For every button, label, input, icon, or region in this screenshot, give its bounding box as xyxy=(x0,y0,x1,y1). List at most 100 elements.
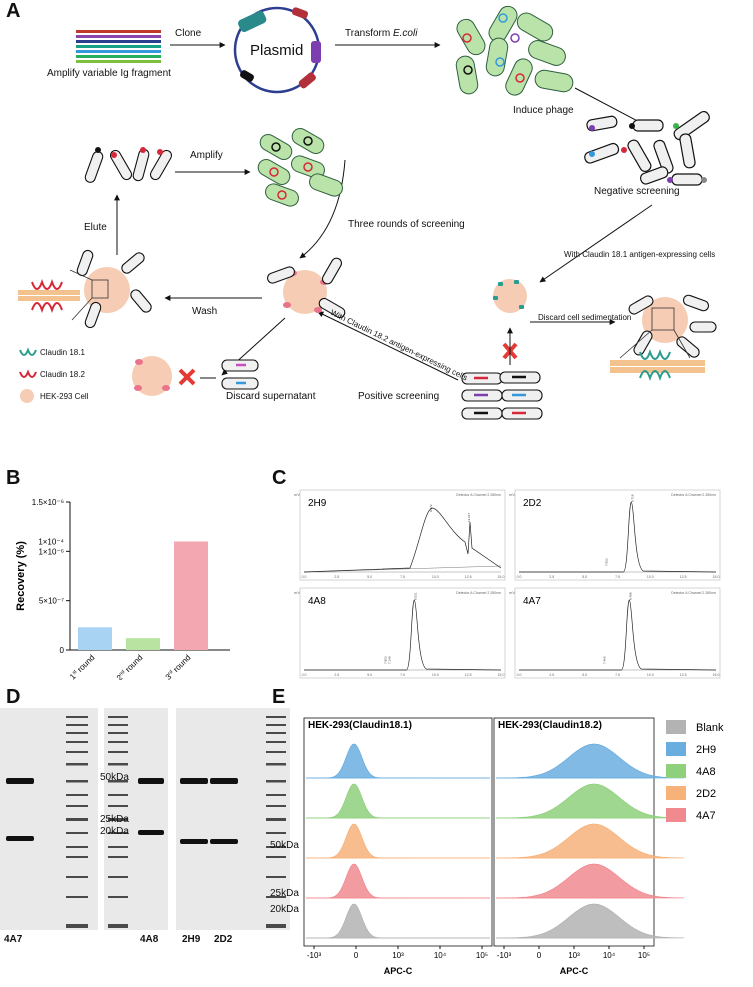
flow-marker-50kda: 50kDa xyxy=(270,840,299,851)
peak-label: 9.872 xyxy=(429,504,433,512)
peak-label: 8.498 xyxy=(628,592,632,600)
ig-fragment-stripes xyxy=(76,30,161,63)
panel-letter-d: D xyxy=(6,686,21,708)
x-tick-label: 7.5 xyxy=(615,673,620,677)
x-axis-label: APC-C xyxy=(384,966,413,976)
legend-label-4A8: 4A8 xyxy=(696,766,716,778)
x-tick-label: 5.0 xyxy=(367,575,372,579)
x-tick-label: 12.5 xyxy=(680,575,687,579)
x-tick-label: 5.0 xyxy=(582,575,587,579)
x-tick-label: 0 xyxy=(354,951,359,960)
peak-label: 8.718 xyxy=(630,494,634,502)
x-tick-label: 7.5 xyxy=(400,575,405,579)
y-unit-label: mV xyxy=(294,492,300,497)
chromatogram-frame xyxy=(514,489,721,581)
legend-label-hek293: HEK-293 Cell xyxy=(40,392,89,401)
label-positive-screening: Positive screening xyxy=(358,391,440,402)
chromatogram-trace xyxy=(304,599,502,671)
x-tick-label: 2nd round xyxy=(115,653,144,680)
y-unit-label: mV xyxy=(509,590,515,595)
chromatogram-trace xyxy=(519,599,717,671)
y-unit-label: mV xyxy=(294,590,300,595)
detector-label: Detector A Channel 2 280nm xyxy=(671,591,716,595)
label-induce-phage: Induce phage xyxy=(513,105,574,116)
panel-a-schematic xyxy=(18,5,717,420)
membrane-claudin182 xyxy=(18,279,80,313)
flow-marker-20kda: 20kDa xyxy=(270,904,299,915)
x-tick-label: 2.5 xyxy=(334,575,339,579)
peak-label: 7.853 xyxy=(383,656,387,664)
cell-central xyxy=(283,270,327,314)
x-tick-label: 7.5 xyxy=(400,673,405,677)
legend-label-4A7: 4A7 xyxy=(696,810,716,822)
x-tick-label: 15.0 xyxy=(498,575,505,579)
chromatogram-name: 4A8 xyxy=(308,596,326,607)
histogram-2D2 xyxy=(305,823,491,859)
legend-swatch-4A8 xyxy=(666,764,686,778)
y-tick-label: 1×10⁻⁶ xyxy=(38,547,64,556)
flow-marker-25kda: 25kDa xyxy=(270,888,299,899)
label-elute: Elute xyxy=(84,222,107,233)
label-transform: Transform E.coli xyxy=(345,28,418,39)
x-tick-label: 10⁴ xyxy=(434,951,447,960)
detector-label: Detector A Channel 2 280nm xyxy=(671,493,716,497)
peak-label: 7.053 xyxy=(604,558,608,566)
gel-marker-25kda: 25kDa xyxy=(100,814,129,825)
label-wash: Wash xyxy=(192,306,218,317)
histogram-frame xyxy=(303,717,493,947)
label-amplify-fragment: Amplify variable Ig fragment xyxy=(47,68,171,79)
detector-label: Detector A Channel 2 280nm xyxy=(456,493,501,497)
chromatogram-name: 2H9 xyxy=(308,498,327,509)
x-tick-label: 10⁵ xyxy=(476,951,488,960)
x-tick-label: 2.5 xyxy=(334,673,339,677)
x-tick-label: 10.0 xyxy=(647,575,654,579)
y-tick-label-extra: 1×10⁻⁴ xyxy=(38,537,64,546)
histogram-title: HEK-293(Claudin18.1) xyxy=(308,720,412,731)
x-tick-label: 2.5 xyxy=(549,673,554,677)
legend-claudin181-icon xyxy=(19,347,37,356)
x-tick-label: 0.0 xyxy=(302,575,307,579)
sds-page-gels: 50kDa 25kDa 20kDa 4A7 4A8 2H9 2D2 xyxy=(0,708,290,968)
cell-elute xyxy=(84,267,130,313)
histogram-4A8 xyxy=(495,783,685,819)
legend-label-2H9: 2H9 xyxy=(696,744,716,756)
phage-pile xyxy=(584,110,710,186)
label-three-rounds: Three rounds of screening xyxy=(348,219,465,230)
x-tick-label: 1st round xyxy=(68,653,96,680)
panel-letter-a: A xyxy=(6,0,21,22)
bar-3rd-round xyxy=(174,541,208,650)
legend-swatch-2D2 xyxy=(666,786,686,800)
y-unit-label: mV xyxy=(509,492,515,497)
x-tick-label: 10.0 xyxy=(432,673,439,677)
x-tick-label: -10³ xyxy=(307,951,322,960)
histogram-2H9 xyxy=(305,743,491,779)
legend-hek-icon xyxy=(20,389,34,403)
x-tick-label: 15.0 xyxy=(498,673,505,677)
histogram-2D2 xyxy=(495,823,685,859)
cross-mark-2 xyxy=(178,368,196,386)
gel-lane-label-4a8: 4A8 xyxy=(140,934,159,945)
histogram-Blank xyxy=(495,903,685,939)
gel-lane-label-4a7: 4A7 xyxy=(4,934,23,945)
cell-sediment xyxy=(642,297,688,343)
x-tick-label: 15.0 xyxy=(713,575,720,579)
x-tick-label: 10³ xyxy=(568,951,580,960)
y-tick-label: 1.5×10⁻⁶ xyxy=(32,498,64,507)
legend-label-Blank: Blank xyxy=(696,722,724,734)
phage-tips xyxy=(589,123,707,183)
peak-label: 12.217 xyxy=(467,512,471,522)
x-tick-label: 10³ xyxy=(392,951,404,960)
label-discard-sedimentation: Discard cell sedimentation xyxy=(538,313,632,322)
cell-discard xyxy=(132,356,172,396)
legend-claudin182-icon xyxy=(19,369,37,378)
x-tick-label: 10⁵ xyxy=(638,951,650,960)
legend-swatch-2H9 xyxy=(666,742,686,756)
histogram-4A7 xyxy=(495,863,685,899)
